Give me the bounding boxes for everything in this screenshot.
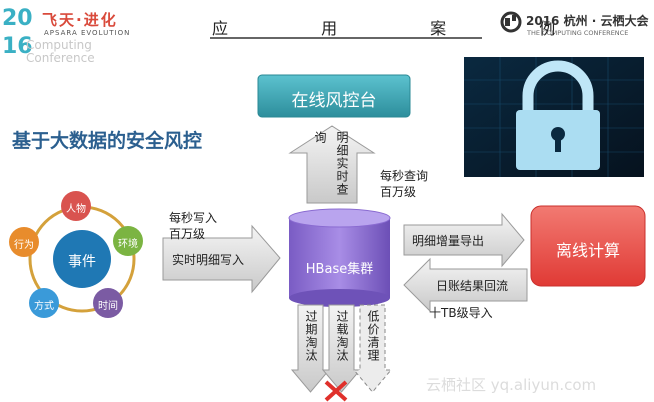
tb-import-label: 十TB级导入 bbox=[429, 306, 493, 320]
event-node-method bbox=[29, 288, 59, 318]
query-rate-line1: 每秒查询 bbox=[380, 169, 429, 183]
realtime-write-arrow bbox=[162, 224, 281, 294]
conference-subtitle: THE COMPUTING CONFERENCE bbox=[527, 29, 629, 37]
page-title: 应 用 案 例 bbox=[212, 19, 600, 38]
online-console-box bbox=[257, 74, 411, 118]
logo-brand: 飞天·进化 bbox=[42, 11, 118, 29]
hbase-cylinder bbox=[288, 208, 391, 307]
low-price-arrow bbox=[352, 304, 393, 393]
hbase-label: HBase集群 bbox=[305, 262, 374, 277]
logo-watermark-line1: Computing bbox=[26, 38, 92, 52]
event-node-person bbox=[61, 191, 91, 221]
daily-return-label: 日账结果回流 bbox=[436, 279, 509, 293]
logo-year-right: 16 bbox=[2, 34, 33, 59]
event-node-environment bbox=[113, 226, 143, 256]
low-price-label: 低价清理 bbox=[366, 310, 380, 362]
slide-heading: 基于大数据的安全风控 bbox=[12, 130, 203, 152]
logo-watermark-line2: Conference bbox=[26, 51, 95, 65]
online-console-label: 在线风控台 bbox=[291, 91, 377, 111]
padlock-icon bbox=[464, 57, 644, 177]
event-center bbox=[53, 230, 111, 288]
overload-arrow bbox=[321, 304, 362, 393]
event-cluster bbox=[9, 191, 143, 318]
up-arrow-query bbox=[288, 125, 376, 204]
offline-compute-label: 离线计算 bbox=[555, 241, 620, 260]
export-increment-arrow bbox=[403, 212, 525, 268]
event-node-time bbox=[93, 288, 123, 318]
overload-label: 过载淘汰 bbox=[335, 310, 349, 362]
event-node-label-person: 人物 bbox=[66, 204, 86, 215]
write-rate-line2: 百万级 bbox=[169, 227, 206, 241]
event-node-label-behavior: 行为 bbox=[14, 240, 34, 251]
offline-compute-box bbox=[530, 205, 646, 287]
export-increment-label: 明细增量导出 bbox=[412, 234, 485, 248]
event-node-label-environment: 环境 bbox=[118, 239, 138, 250]
event-center-label: 事件 bbox=[68, 254, 96, 270]
query-rate-line2: 百万级 bbox=[380, 185, 417, 199]
site-watermark: 云栖社区 yq.aliyun.com bbox=[426, 376, 597, 394]
expire-label: 过期淘汰 bbox=[304, 310, 318, 362]
conference-logo-icon bbox=[500, 11, 522, 33]
logo-year-left: 20 bbox=[2, 6, 33, 31]
detail-query-label: 明细实时查询 bbox=[313, 131, 349, 196]
write-rate-line1: 每秒写入 bbox=[169, 211, 218, 225]
event-node-label-method: 方式 bbox=[34, 301, 54, 312]
expire-arrow bbox=[290, 304, 331, 393]
event-node-label-time: 时间 bbox=[98, 301, 118, 312]
cross-icon bbox=[324, 380, 348, 402]
conference-title: 2016 杭州 · 云栖大会 bbox=[526, 14, 649, 28]
logo-subtitle: APSARA EVOLUTION bbox=[44, 29, 131, 37]
daily-return-arrow bbox=[403, 257, 528, 313]
event-node-behavior bbox=[9, 227, 39, 257]
realtime-write-label: 实时明细写入 bbox=[172, 253, 245, 267]
